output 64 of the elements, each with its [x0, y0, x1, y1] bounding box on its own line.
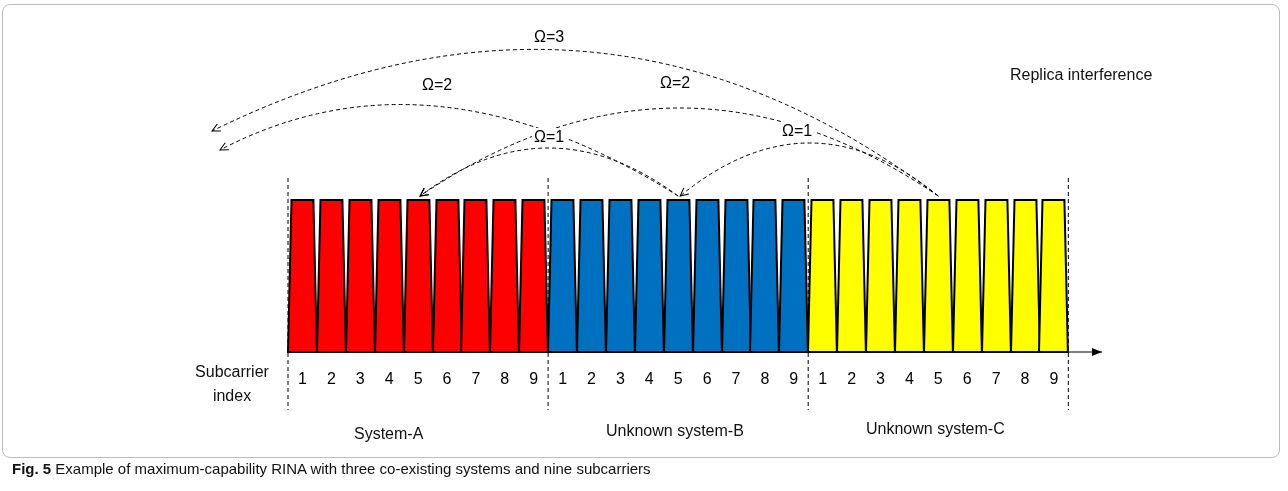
subcarrier-bar: [894, 199, 924, 352]
subcarrier-number: 9: [528, 370, 540, 388]
subcarrier-number: 5: [932, 370, 944, 388]
subcarrier-bar: [1010, 199, 1040, 352]
subcarrier-bar: [808, 199, 838, 352]
subcarrier-number: 4: [643, 370, 655, 388]
subcarrier-number: 9: [1048, 370, 1060, 388]
subcarrier-bar: [866, 199, 895, 352]
subcarrier-bar: [837, 199, 866, 352]
system-label: System-A: [354, 425, 424, 443]
subcarrier-number: 8: [499, 370, 511, 388]
subcarrier-bar: [981, 199, 1011, 352]
subcarrier-bar: [750, 199, 780, 352]
subcarrier-bar: [519, 199, 549, 352]
subcarrier-bar: [461, 199, 491, 352]
subcarrier-number: 2: [846, 370, 858, 388]
subcarrier-number: 6: [961, 370, 973, 388]
subcarrier-bar: [374, 199, 404, 352]
interference-arrow: [679, 142, 939, 197]
subcarrier-bar: [605, 199, 635, 352]
subcarrier-number: 5: [672, 370, 684, 388]
subcarrier-number: 3: [875, 370, 886, 388]
subcarrier-number: 6: [701, 370, 713, 388]
interference-arrow: [419, 107, 939, 197]
subcarrier-bar: [634, 199, 664, 352]
subcarrier-number: 1: [817, 370, 829, 388]
subcarrier-bar: [721, 199, 751, 352]
subcarrier-bar: [490, 199, 520, 352]
subcarrier-number: 2: [586, 370, 597, 388]
subcarrier-number: 1: [557, 370, 569, 388]
subcarrier-bar: [923, 199, 953, 352]
subcarrier-number: 8: [759, 370, 771, 388]
subcarrier-bar: [577, 199, 606, 352]
subcarrier-number: 7: [990, 370, 1002, 388]
subcarrier-bar: [548, 199, 577, 352]
subcarrier-number: 7: [730, 370, 742, 388]
subcarrier-number: 7: [470, 370, 482, 388]
system-label: Unknown system-B: [606, 422, 744, 440]
subcarrier-number: 4: [383, 370, 395, 388]
subcarrier-bar: [345, 199, 375, 352]
axis-label: Subcarrier index: [194, 362, 270, 406]
subcarrier-bar: [779, 199, 809, 352]
subcarrier-number: 4: [903, 370, 915, 388]
subcarrier-bar: [288, 199, 317, 352]
interference-arrow: [419, 147, 679, 197]
system-label: Unknown system-C: [866, 420, 1005, 438]
subcarrier-number: 6: [441, 370, 453, 388]
subcarrier-number: 8: [1019, 370, 1031, 388]
subcarrier-bar: [1039, 199, 1069, 352]
subcarrier-bar: [432, 199, 462, 352]
subcarrier-number: 9: [788, 370, 800, 388]
subcarrier-number: 1: [297, 370, 308, 388]
subcarrier-bar: [403, 199, 433, 352]
subcarrier-bar: [952, 199, 982, 352]
subcarrier-bar: [692, 199, 722, 352]
subcarrier-bar: [316, 199, 346, 352]
annotation-text: Replica interference: [1010, 66, 1153, 84]
subcarrier-number: 3: [354, 370, 366, 388]
subcarrier-number: 3: [614, 370, 626, 388]
figure-caption: Fig. 5 Example of maximum-capability RINA with three co-existing systems and nine subcarriers: [12, 460, 651, 477]
subcarrier-number: 2: [325, 370, 337, 388]
subcarrier-bar: [663, 199, 693, 352]
interference-arrow: [219, 104, 679, 197]
subcarrier-number: 5: [412, 370, 424, 388]
